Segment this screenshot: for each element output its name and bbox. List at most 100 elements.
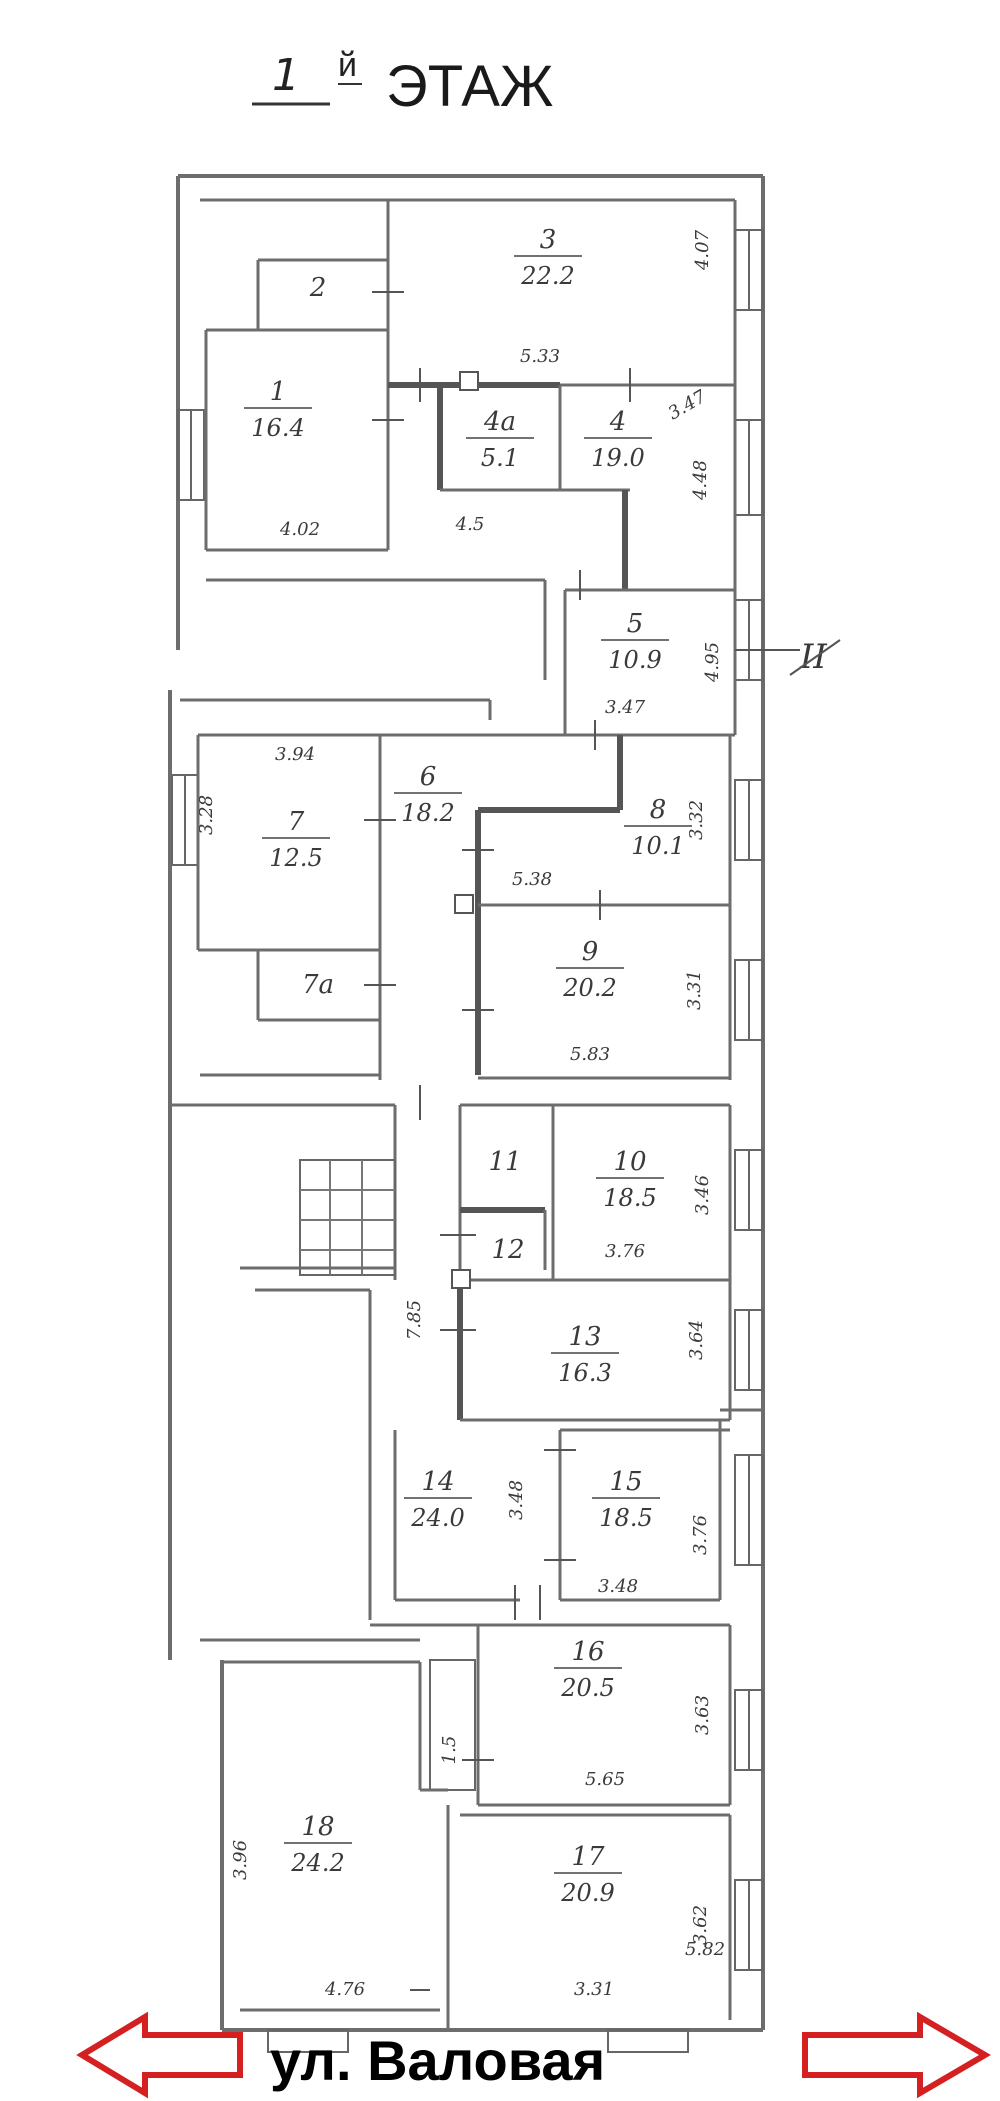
room-label: 712.5 [262,807,330,872]
dimension-label: 3.48 [506,1480,527,1520]
room-number: 16 [571,1637,604,1667]
dimension-label: 4.07 [692,229,713,271]
dimension-label: 4.5 [455,514,485,535]
room-number: 9 [582,937,599,967]
arrow-left-icon [76,2011,243,2099]
room-number: 3 [540,225,557,255]
room-label: 618.2 [394,762,462,827]
window-room-4 [734,419,764,516]
room-area: 18.2 [401,799,454,827]
dimension-label: 5.33 [520,346,560,367]
room-area: 5.1 [481,444,519,472]
room-area: 22.2 [520,262,574,290]
room-number: 7 [288,807,305,837]
dimension-label: 5.65 [585,1769,625,1790]
street-name: ул. Валовая [270,2029,605,2092]
window-room-5 [734,599,764,681]
room-number: 15 [609,1467,642,1497]
room-label: 116.4 [244,377,312,442]
dimension-label: 4.76 [324,1979,365,2000]
dimension-label: 3.32 [686,800,707,840]
dimension-label: 3.62 [690,1905,711,1945]
room-area: 10.9 [608,646,661,674]
dimension-label: 3.48 [598,1576,638,1597]
room-label: 13 16.3 [551,1322,619,1387]
room-label: 510.9 [601,609,669,674]
dimension-label: 4.02 [279,519,320,540]
dimension-label: 3.47 [665,386,711,424]
room-area: 19.0 [591,444,644,472]
room-number: 1 [270,377,287,407]
outer-walls [168,174,765,2032]
dimension-label: 3.63 [692,1695,713,1735]
window-room-18-bottom [267,2029,349,2053]
window-room-3 [734,229,764,311]
window-room-8 [734,779,764,861]
room-area: 10.1 [631,832,684,860]
section-mark: II [735,637,841,677]
section-label: II [799,637,827,677]
dimension-label: 3.96 [230,1840,251,1880]
floor-number-suffix: й [338,46,357,84]
window-room-17-bottom [607,2029,689,2053]
window-room-7 [171,774,199,866]
room-number: 6 [420,762,437,792]
room-area: 16.3 [558,1359,611,1387]
room-number: 7а [302,970,334,1000]
dimension-label: 3.31 [574,1979,614,2000]
dimension-label: 7.85 [404,1300,425,1340]
room-label: 17 20.9 [554,1842,622,1907]
window-room-15 [734,1454,764,1566]
room-number: 5 [627,609,644,639]
room-label: 322.2 [514,225,582,290]
room-label: 2 [309,273,327,303]
room-number: 14 [421,1467,454,1497]
window-room-1 [177,409,205,501]
street-direction: ул. Валовая [76,2011,991,2099]
room-area: 18.5 [599,1504,652,1532]
floor-number: 1 [272,50,300,101]
dimension-label: 3.76 [605,1241,645,1262]
room-number: 4а [483,407,516,437]
room-label: 14 24.0 [404,1467,472,1532]
room-number: 18 [301,1812,334,1842]
room-area: 24.0 [410,1504,464,1532]
room-label: 920.2 [556,937,624,1002]
window-room-16 [734,1689,764,1771]
room-label: 810.1 [624,795,692,860]
room-number: 12 [491,1235,524,1265]
room-label: 18 24.2 [284,1812,352,1877]
dimension-label: 5.83 [570,1044,610,1065]
room-label: 12 [491,1235,524,1265]
dimension-label: 4.48 [690,460,711,501]
room-number: 13 [568,1322,601,1352]
room-number: 2 [309,273,327,303]
window-room-9 [734,959,764,1041]
floor-title: 1 й ЭТАЖ [252,46,553,119]
dimension-label: 3.28 [196,795,217,835]
dimension-label: 3.46 [692,1175,713,1215]
dimension-label: 1.5 [439,1736,460,1765]
dimension-label: 4.95 [702,642,723,683]
room-area: 20.2 [562,974,616,1002]
floor-label: ЭТАЖ [386,54,553,119]
room-number: 8 [650,795,667,825]
dimension-label: 5.38 [512,869,552,890]
window-room-13 [734,1309,764,1391]
door-marks [364,291,631,1991]
dimension-label: 3.64 [686,1320,707,1360]
room-number: 17 [571,1842,605,1872]
window-room-10 [734,1149,764,1231]
dimension-label: 3.31 [684,970,705,1010]
room-number: 4 [609,407,627,437]
room-area: 20.9 [560,1879,614,1907]
room-area: 24.2 [290,1849,344,1877]
room-number: 10 [613,1147,646,1177]
room-label: 15 18.5 [592,1467,660,1532]
room-area: 12.5 [269,844,322,872]
interior-walls [170,200,763,2030]
dimension-label: 3.47 [605,697,646,718]
